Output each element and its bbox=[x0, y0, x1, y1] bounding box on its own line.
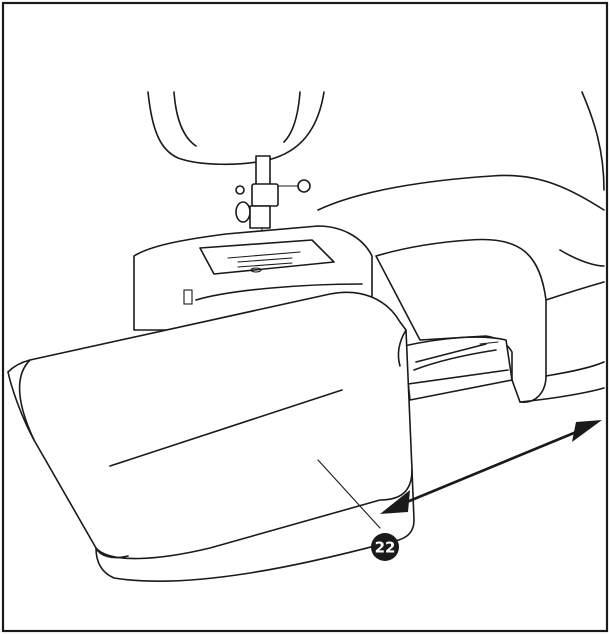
callout-leader-line bbox=[317, 459, 381, 529]
double-headed-arrow-icon bbox=[380, 420, 602, 514]
callout-label: 22 bbox=[375, 539, 396, 557]
machine-head bbox=[147, 91, 605, 267]
numbered-callout-icon: 22 bbox=[371, 533, 399, 561]
accessory-box bbox=[7, 291, 415, 582]
machine-bed bbox=[375, 238, 605, 403]
